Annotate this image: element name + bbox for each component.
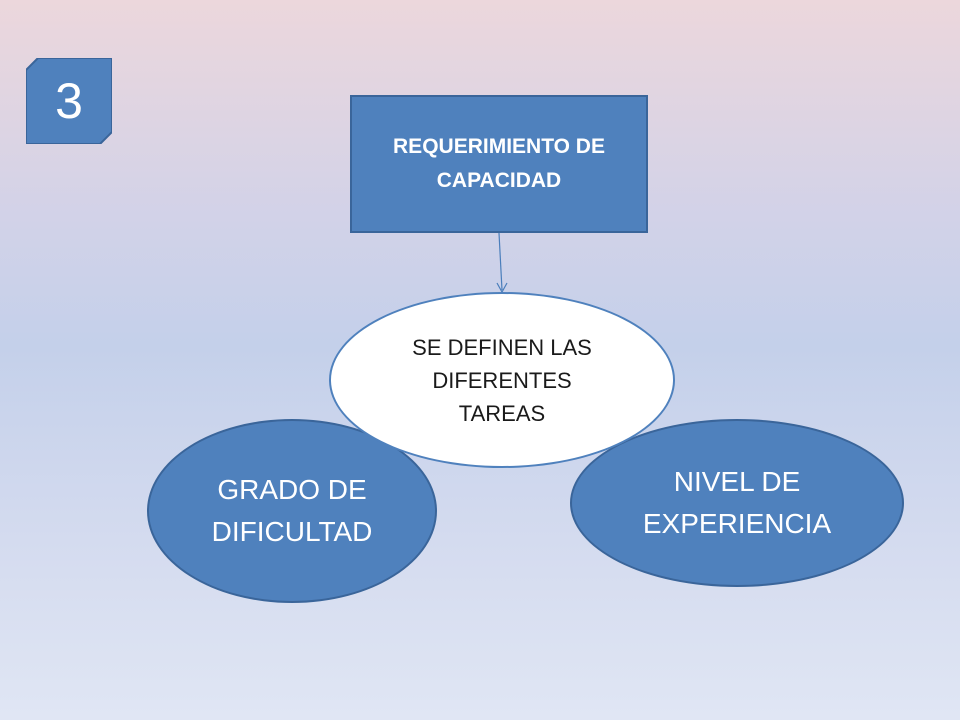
requerimiento-box: REQUERIMIENTO DE CAPACIDAD	[350, 95, 648, 233]
nivel-experiencia-label: NIVEL DE EXPERIENCIA	[642, 466, 832, 539]
grado-dificultad-ellipse: GRADO DE DIFICULTAD	[147, 419, 437, 603]
tareas-ellipse: SE DEFINEN LAS DIFERENTES TAREAS	[329, 292, 675, 468]
grado-dificultad-label: GRADO DE DIFICULTAD	[211, 474, 373, 547]
nivel-experiencia-ellipse: NIVEL DE EXPERIENCIA	[570, 419, 904, 587]
slide-number-badge: 3	[26, 58, 112, 144]
badge-shape	[26, 58, 112, 144]
requerimiento-label: REQUERIMIENTO DE CAPACIDAD	[393, 135, 605, 192]
slide-number: 3	[55, 73, 83, 129]
tareas-label: SE DEFINEN LAS DIFERENTES TAREAS	[412, 334, 592, 426]
